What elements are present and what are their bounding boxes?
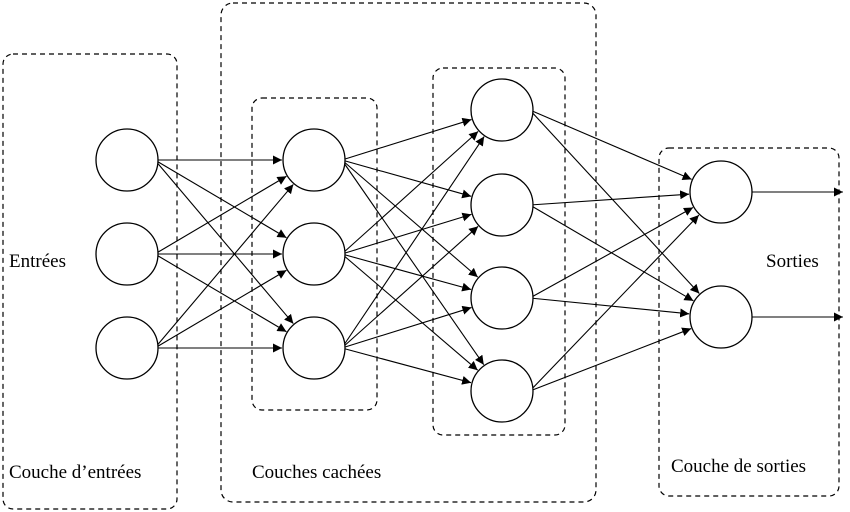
connection-hidden2-3-output-1 — [529, 327, 692, 392]
neuron-input-0 — [95, 128, 159, 192]
neuron-hidden2-2 — [470, 266, 534, 330]
inputs-label: Entrées — [9, 251, 66, 272]
input-layer-box — [2, 53, 178, 510]
connection-hidden2-0-output-1 — [529, 109, 700, 294]
output-layer-box — [658, 147, 840, 497]
connections — [154, 109, 843, 392]
output-layer-label: Couche de sorties — [671, 456, 806, 477]
connection-hidden1-0-hidden2-2 — [341, 159, 479, 278]
connection-input-2-hidden1-1 — [154, 269, 287, 349]
connection-hidden1-2-hidden2-0 — [341, 136, 485, 349]
neurons — [95, 78, 753, 423]
neuron-hidden2-3 — [470, 359, 534, 423]
connection-hidden1-0-hidden2-3 — [341, 159, 485, 366]
neuron-output-0 — [689, 160, 753, 224]
hidden-layers-label: Couches cachées — [252, 462, 381, 483]
connection-hidden1-2-hidden2-1 — [341, 225, 479, 349]
neuron-hidden1-2 — [282, 316, 346, 380]
connection-hidden1-1-hidden2-3 — [341, 253, 479, 371]
neuron-input-2 — [95, 316, 159, 380]
connection-hidden2-3-output-0 — [529, 214, 700, 392]
connection-input-2-hidden1-0 — [154, 184, 294, 349]
connection-hidden2-2-output-1 — [529, 297, 690, 318]
connection-hidden1-0-hidden2-1 — [341, 159, 472, 199]
connection-input-1-hidden1-0 — [154, 175, 287, 255]
connection-hidden1-0-hidden2-0 — [341, 117, 472, 161]
neuron-hidden1-1 — [282, 222, 346, 286]
hidden-layers-box — [220, 2, 597, 503]
input-layer-label: Couche d’entrées — [9, 462, 141, 483]
neuron-output-1 — [689, 285, 753, 349]
connection-input-0-hidden1-2 — [154, 159, 294, 324]
connection-input-0-hidden1-1 — [154, 159, 287, 239]
connection-hidden1-2-hidden2-3 — [341, 347, 472, 385]
neuron-hidden1-0 — [282, 128, 346, 192]
connection-hidden1-1-hidden2-1 — [341, 212, 472, 255]
connection-hidden1-1-hidden2-2 — [341, 253, 472, 292]
connection-hidden1-2-hidden2-2 — [341, 305, 472, 349]
connection-hidden2-0-output-0 — [529, 109, 692, 180]
neuron-hidden2-1 — [470, 173, 534, 237]
hidden-layer-2-box — [432, 67, 566, 436]
neuron-hidden2-0 — [470, 78, 534, 142]
neuron-input-1 — [95, 222, 159, 286]
connection-input-1-hidden1-2 — [154, 253, 287, 333]
connection-hidden2-2-output-0 — [529, 207, 694, 299]
connection-hidden1-1-hidden2-0 — [341, 130, 479, 255]
connection-hidden2-1-output-0 — [529, 190, 690, 206]
outputs-label: Sorties — [766, 251, 819, 272]
